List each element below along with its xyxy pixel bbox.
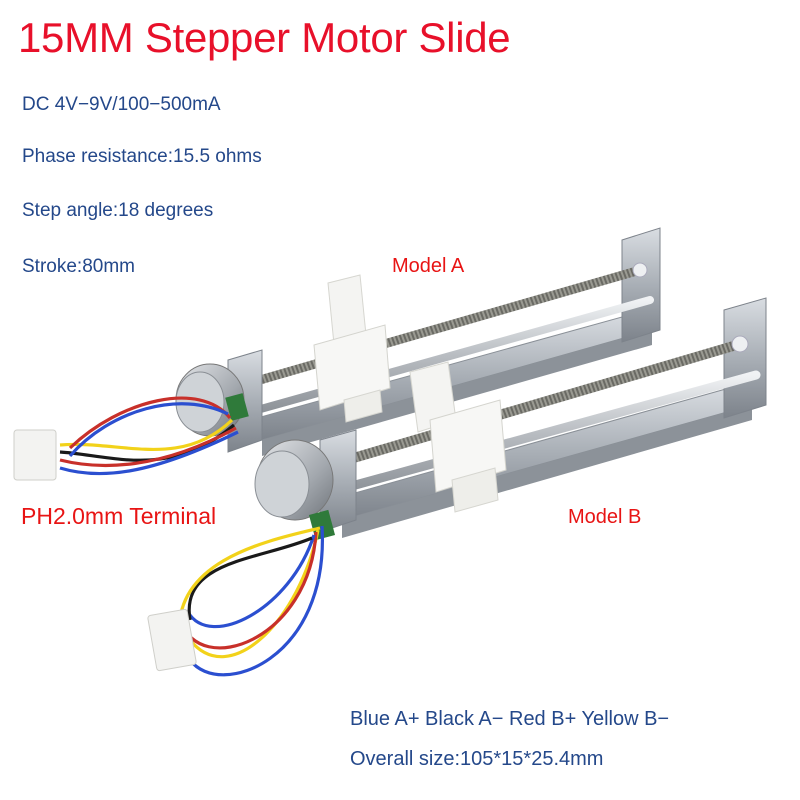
spec-phase-resistance: Phase resistance:15.5 ohms: [22, 146, 262, 167]
model-a-slide: [175, 227, 661, 456]
model-b-slide: [254, 297, 767, 541]
ph2-connector-b: [147, 608, 197, 672]
spec-stroke: Stroke:80mm: [22, 256, 135, 277]
wiring-legend: Blue A+ Black A− Red B+ Yellow B−: [350, 708, 670, 730]
wire-harness-b: [177, 525, 324, 677]
page-title: 15MM Stepper Motor Slide: [18, 14, 511, 61]
terminal-label: PH2.0mm Terminal: [21, 503, 217, 529]
spec-voltage-current: DC 4V−9V/100−500mA: [22, 94, 221, 115]
spec-step-angle: Step angle:18 degrees: [22, 200, 214, 221]
model-b-label: Model B: [568, 506, 642, 528]
wire-harness-a: [59, 396, 239, 476]
ph2-connector-a: [13, 429, 57, 481]
model-a-label: Model A: [392, 255, 465, 277]
overall-size: Overall size:105*15*25.4mm: [350, 748, 604, 770]
